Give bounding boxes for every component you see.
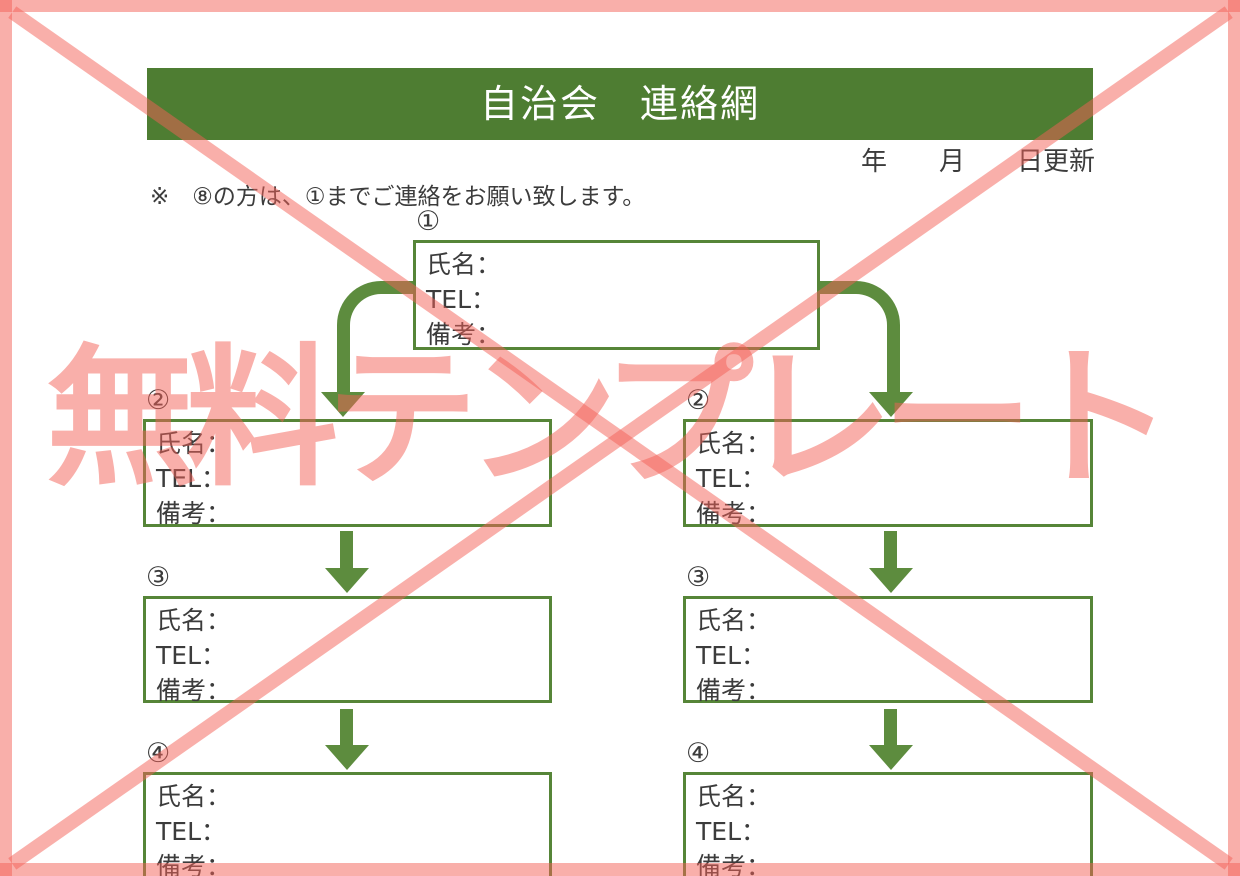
node-number-label: ② — [146, 385, 171, 416]
watermark-frame-left — [0, 0, 12, 876]
node-number-label: ④ — [686, 738, 711, 769]
field-name: 氏名： — [696, 782, 772, 811]
connector-line — [340, 709, 353, 747]
node-number-label: ① — [416, 206, 441, 237]
page-title: 自治会 連絡網 — [479, 82, 760, 126]
connector-line — [884, 709, 897, 747]
field-name: 氏名： — [696, 606, 772, 635]
field-name: 氏名： — [156, 782, 232, 811]
node-number-label: ③ — [146, 562, 171, 593]
field-tel: TEL： — [696, 817, 766, 846]
field-tel: TEL： — [696, 641, 766, 670]
watermark-frame-right — [1228, 0, 1240, 876]
field-tel: TEL： — [426, 285, 496, 314]
field-name: 氏名： — [426, 250, 502, 279]
field-remarks: 備考： — [156, 499, 232, 528]
arrow-down-icon — [321, 392, 365, 417]
arrow-down-icon — [869, 568, 913, 593]
watermark-frame-bottom — [0, 863, 1240, 876]
contact-info-box: 氏名： TEL： 備考： — [683, 772, 1093, 876]
node-number-label: ③ — [686, 562, 711, 593]
free-template-watermark: 無料テンプレート — [46, 328, 1173, 510]
field-tel: TEL： — [156, 464, 226, 493]
instruction-note: ※ ⑧の方は、①までご連絡をお願い致します。 — [150, 184, 646, 210]
contact-node-4-left: ④ 氏名： TEL： 備考： — [143, 739, 552, 876]
header-bar: 自治会 連絡網 — [147, 68, 1093, 140]
field-name: 氏名： — [156, 429, 232, 458]
field-tel: TEL： — [696, 464, 766, 493]
field-remarks: 備考： — [696, 676, 772, 705]
field-tel: TEL： — [156, 817, 226, 846]
contact-node-4-right: ④ 氏名： TEL： 備考： — [683, 739, 1093, 876]
update-date-line: 年 月 日更新 — [860, 147, 1095, 177]
contact-node-3-right: ③ 氏名： TEL： 備考： — [683, 563, 1093, 705]
contact-info-box: 氏名： TEL： 備考： — [143, 772, 552, 876]
contact-node-3-left: ③ 氏名： TEL： 備考： — [143, 563, 552, 705]
watermark-frame-top — [0, 0, 1240, 12]
contact-info-box: 氏名： TEL： 備考： — [143, 596, 552, 705]
arrow-down-icon — [869, 392, 913, 417]
arrow-down-icon — [325, 568, 369, 593]
contact-info-box: 氏名： TEL： 備考： — [143, 419, 552, 528]
arrow-down-icon — [325, 745, 369, 770]
connector-line — [884, 531, 897, 571]
arrow-down-icon — [869, 745, 913, 770]
field-name: 氏名： — [696, 429, 772, 458]
contact-node-2-left: ② 氏名： TEL： 備考： — [143, 386, 552, 528]
field-name: 氏名： — [156, 606, 232, 635]
field-remarks: 備考： — [156, 676, 232, 705]
contact-info-box: 氏名： TEL： 備考： — [683, 596, 1093, 705]
field-tel: TEL： — [156, 641, 226, 670]
connector-line — [340, 531, 353, 571]
